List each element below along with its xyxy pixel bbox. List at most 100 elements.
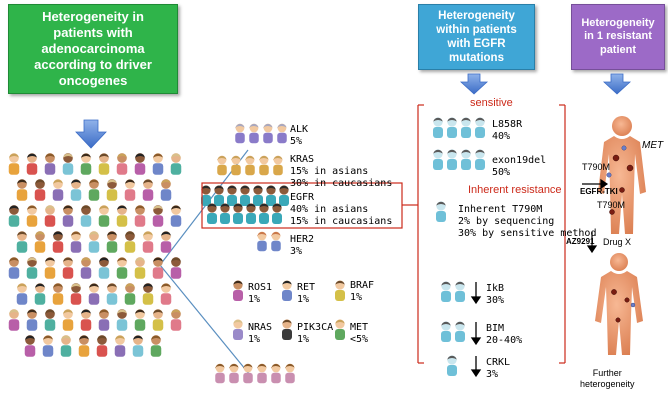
- person-icon: [461, 117, 471, 138]
- person-icon: [116, 257, 128, 279]
- person-icon: [26, 205, 38, 227]
- label-t790m-bottom: T790M: [597, 200, 626, 210]
- person-icon: [214, 185, 224, 206]
- person-icon: [62, 153, 74, 175]
- label-kras: KRAS 15% in asians 30% in caucasians: [290, 154, 393, 190]
- person-icon: [134, 153, 146, 175]
- person-icon: [335, 280, 345, 301]
- person-icon: [150, 335, 162, 357]
- person-icon: [16, 283, 28, 305]
- person-icon: [124, 231, 136, 253]
- egfr-bracket: [402, 104, 566, 364]
- person-icon: [62, 309, 74, 331]
- person-icon: [170, 309, 182, 331]
- person-icon: [26, 257, 38, 279]
- person-icon: [152, 257, 164, 279]
- person-icon: [98, 153, 110, 175]
- label-inherent-resistance: Inherent resistance: [468, 184, 562, 196]
- person-icon: [116, 309, 128, 331]
- person-icon: [170, 205, 182, 227]
- person-icon: [70, 231, 82, 253]
- person-icon: [272, 203, 282, 224]
- decrease-arrows: [470, 282, 482, 378]
- person-icon: [80, 257, 92, 279]
- person-icon: [220, 203, 230, 224]
- person-icon: [24, 335, 36, 357]
- person-icon: [34, 179, 46, 201]
- label-l858r: L858R 40%: [492, 119, 523, 143]
- person-icon: [34, 283, 46, 305]
- person-icon: [26, 309, 38, 331]
- crowd-icon: [8, 153, 182, 357]
- person-icon: [88, 231, 100, 253]
- label-az9291: AZ9291: [566, 237, 595, 246]
- person-icon: [214, 363, 225, 384]
- person-icon: [152, 153, 164, 175]
- person-icon: [335, 319, 345, 340]
- person-icon: [116, 205, 128, 227]
- person-icon: [233, 203, 243, 224]
- label-exon19del: exon19del 50%: [492, 155, 547, 179]
- person-icon: [52, 231, 64, 253]
- person-icon: [78, 335, 90, 357]
- person-icon: [262, 123, 273, 144]
- label-alk: ALK 5%: [290, 124, 309, 148]
- person-icon: [455, 281, 465, 302]
- person-icon: [98, 205, 110, 227]
- person-icon: [447, 117, 457, 138]
- label-further-heterogeneity: Further heterogeneity: [580, 368, 635, 389]
- person-icon: [253, 185, 263, 206]
- person-icon: [160, 231, 172, 253]
- person-icon: [284, 363, 295, 384]
- person-icon: [116, 153, 128, 175]
- person-icon: [88, 179, 100, 201]
- label-sensitive: sensitive: [470, 97, 513, 109]
- person-icon: [259, 203, 269, 224]
- person-icon: [227, 185, 237, 206]
- header-resistant-patient: Heterogeneity in 1 resistant patient: [571, 4, 665, 70]
- label-bim: BIM 20-40%: [486, 323, 523, 347]
- person-icon: [80, 309, 92, 331]
- label-egfr-tki: EGFR-TKI: [580, 187, 618, 196]
- person-icon: [44, 309, 56, 331]
- person-icon: [447, 149, 457, 170]
- person-icon: [272, 155, 283, 176]
- person-icon: [266, 185, 276, 206]
- person-icon: [282, 280, 292, 301]
- person-icon: [8, 205, 20, 227]
- person-icon: [70, 179, 82, 201]
- person-icon: [240, 185, 250, 206]
- person-icon: [258, 155, 269, 176]
- person-icon: [279, 185, 289, 206]
- person-icon: [233, 319, 243, 340]
- person-icon: [98, 309, 110, 331]
- human-body-icon: [595, 253, 643, 355]
- person-icon: [106, 231, 118, 253]
- arrow-down-icon: [459, 73, 489, 95]
- label-braf: BRAF 1%: [350, 280, 375, 304]
- person-icon: [134, 309, 146, 331]
- person-icon: [52, 179, 64, 201]
- header-driver-oncogenes: Heterogeneity in patients with adenocarc…: [8, 4, 178, 94]
- person-icon: [233, 280, 243, 301]
- person-icon: [230, 155, 241, 176]
- person-icon: [106, 179, 118, 201]
- person-icon: [114, 335, 126, 357]
- person-icon: [80, 153, 92, 175]
- label-ikb: IkB 30%: [486, 283, 505, 307]
- header-egfr-mutations-text: Heterogeneity within patients with EGFR …: [436, 9, 517, 65]
- person-icon: [8, 153, 20, 175]
- human-body-icon: [598, 116, 646, 234]
- header-resistant-patient-text: Heterogeneity in 1 resistant patient: [581, 16, 655, 56]
- person-icon: [52, 283, 64, 305]
- person-icon: [256, 231, 267, 252]
- header-driver-oncogenes-text: Heterogeneity in patients with adenocarc…: [34, 9, 152, 88]
- label-ros1: ROS1 1%: [248, 282, 273, 306]
- person-icon: [433, 149, 443, 170]
- person-icon: [433, 117, 443, 138]
- person-icon: [132, 335, 144, 357]
- label-met-patient: MET: [642, 140, 664, 151]
- person-icon: [44, 153, 56, 175]
- person-icon: [62, 205, 74, 227]
- arrow-down-icon: [602, 73, 632, 95]
